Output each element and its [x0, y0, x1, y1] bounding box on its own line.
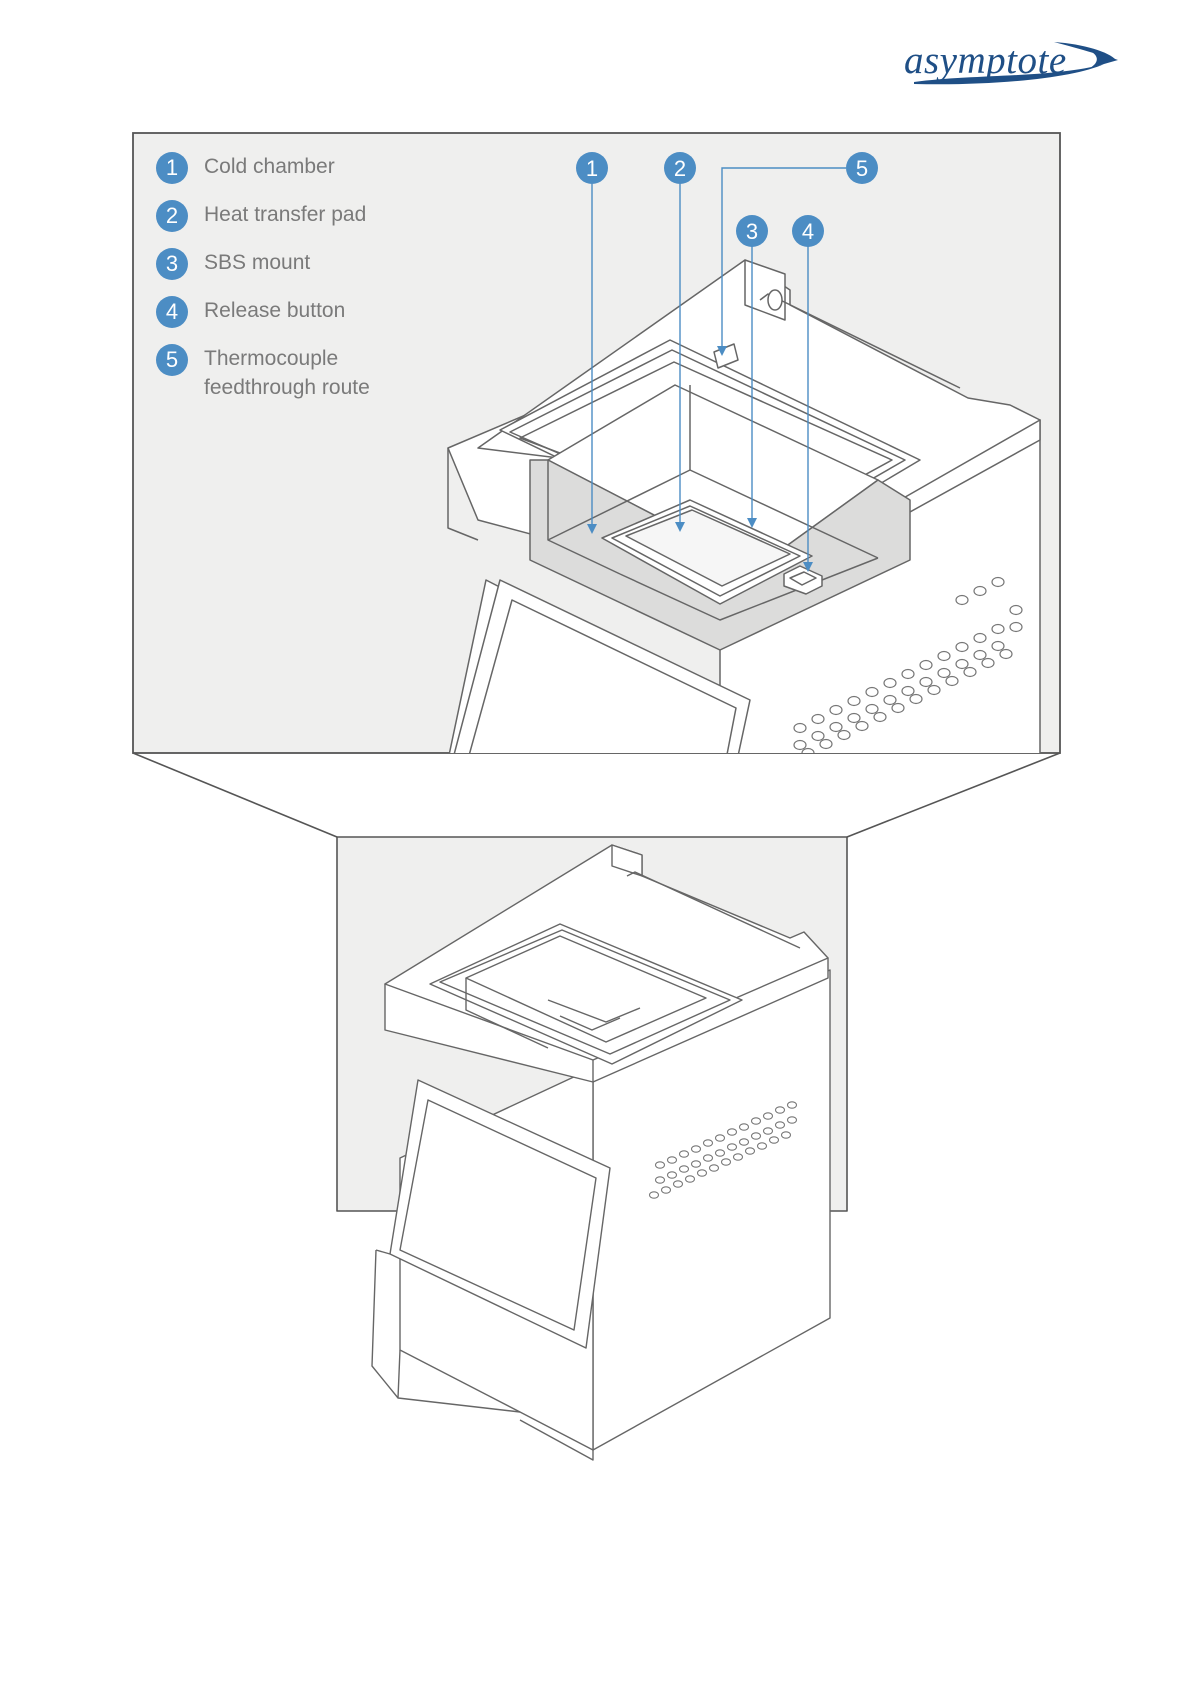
- legend-item-release-button: 4 Release button: [156, 296, 424, 328]
- callout-badge-3: 3: [736, 215, 768, 247]
- legend-badge: 1: [156, 152, 188, 184]
- device-full-view: [337, 837, 847, 1460]
- callout-badge-5: 5: [846, 152, 878, 184]
- callout-number-4: 4: [802, 219, 814, 244]
- callout-number-2: 2: [674, 156, 686, 181]
- legend-item-thermocouple-route: 5 Thermocouple feedthrough route: [156, 344, 394, 402]
- legend-item-cold-chamber: 1 Cold chamber: [156, 152, 424, 184]
- legend-label: Heat transfer pad: [204, 200, 424, 229]
- legend-item-sbs-mount: 3 SBS mount: [156, 248, 424, 280]
- legend-badge: 4: [156, 296, 188, 328]
- legend-label: SBS mount: [204, 248, 424, 277]
- legend-badge: 2: [156, 200, 188, 232]
- callout-badge-1: 1: [576, 152, 608, 184]
- legend-label: Cold chamber: [204, 152, 424, 181]
- asymptote-logo: asymptote: [904, 34, 1124, 90]
- zoom-connector-lines: [133, 753, 1060, 837]
- callout-number-5: 5: [856, 156, 868, 181]
- logo-swoosh-icon: [904, 34, 1124, 90]
- callout-number-1: 1: [586, 156, 598, 181]
- legend-badge: 3: [156, 248, 188, 280]
- legend-label: Thermocouple feedthrough route: [204, 344, 394, 402]
- legend-badge: 5: [156, 344, 188, 376]
- callout-badge-4: 4: [792, 215, 824, 247]
- legend-item-heat-transfer-pad: 2 Heat transfer pad: [156, 200, 424, 232]
- callout-number-3: 3: [746, 219, 758, 244]
- legend-label: Release button: [204, 296, 424, 325]
- callout-badge-2: 2: [664, 152, 696, 184]
